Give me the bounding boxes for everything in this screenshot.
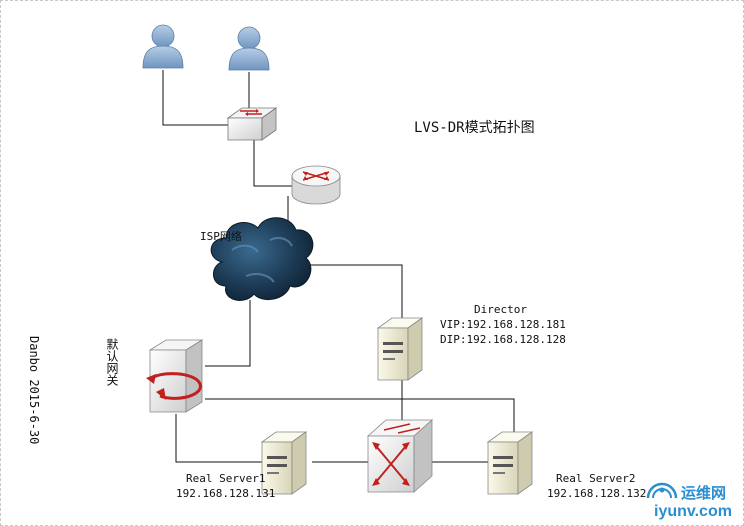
link-lan-bus xyxy=(205,398,515,440)
layer3-switch-icon xyxy=(366,419,434,493)
gateway-label: 默认网关 xyxy=(105,338,119,386)
isp-label: ISP网络 xyxy=(200,230,242,243)
director-name: Director xyxy=(474,303,527,316)
server-icon xyxy=(260,431,308,495)
user-icon xyxy=(228,26,270,71)
server-icon xyxy=(486,431,534,495)
author-date: Danbo 2015-6-30 xyxy=(27,336,41,445)
link-user1-switch xyxy=(162,70,228,126)
link-switch-router xyxy=(253,140,292,187)
server-icon xyxy=(376,317,424,381)
watermark-logo xyxy=(646,482,678,499)
watermark-brand: 运维网 xyxy=(681,485,727,502)
switch-icon xyxy=(226,107,278,141)
director-dip: DIP:192.168.128.128 xyxy=(440,333,566,346)
cloud-icon xyxy=(210,217,314,301)
diagram-title: LVS-DR模式拓扑图 xyxy=(414,120,535,136)
real-server1-name: Real Server1 xyxy=(186,472,266,485)
real-server1-ip: 192.168.128.131 xyxy=(176,487,276,500)
link-cloud-director xyxy=(310,264,403,318)
router-icon xyxy=(291,165,341,205)
director-vip: VIP:192.168.128.181 xyxy=(440,318,566,331)
link-gateway-rs1 xyxy=(175,414,262,463)
real-server2-ip: 192.168.128.132 xyxy=(547,487,647,500)
firewall-gateway-icon xyxy=(146,339,204,413)
watermark-domain: iyunv.com xyxy=(654,503,732,520)
real-server2-name: Real Server2 xyxy=(556,472,636,485)
link-cloud-gateway xyxy=(205,300,251,367)
user-icon xyxy=(142,24,184,69)
